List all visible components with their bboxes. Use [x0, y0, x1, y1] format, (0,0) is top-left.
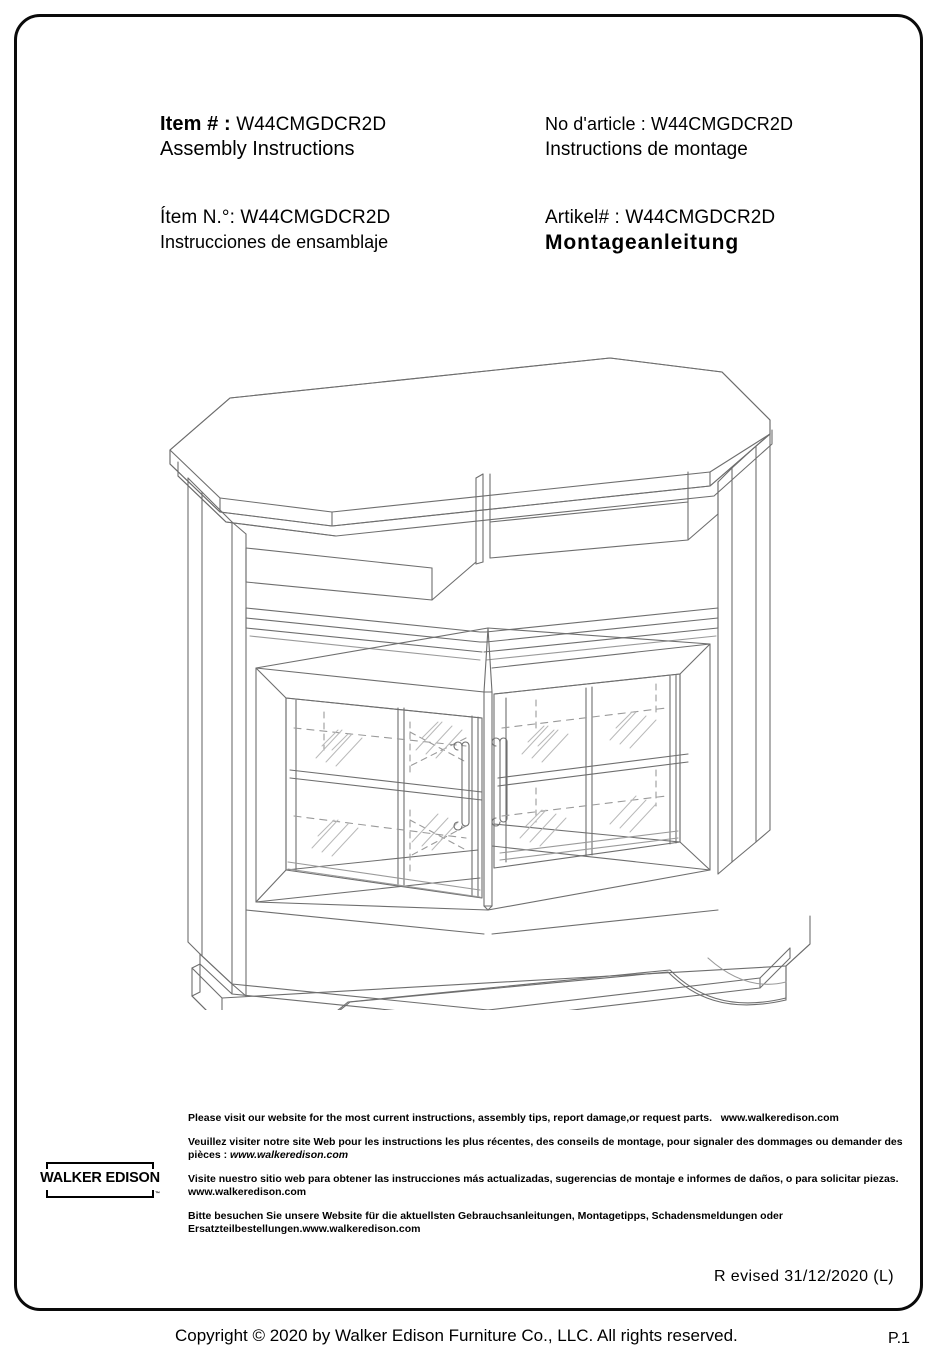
logo-text: WALKER EDISON — [40, 1170, 160, 1186]
notice-spanish-text: Visite nuestro sitio web para obtener la… — [188, 1172, 899, 1185]
header-block-spanish: Ítem N.°: W44CMGDCR2D Instrucciones de e… — [160, 205, 390, 255]
logo-trademark: ™ — [155, 1191, 160, 1197]
item-number-label-french: No d'article : — [545, 114, 646, 134]
item-number-value-english: W44CMGDCR2D — [236, 114, 387, 135]
notice-german-website[interactable]: www.walkeredison.com — [302, 1223, 421, 1235]
page-border — [14, 14, 923, 1311]
item-number-line-english: Item # : W44CMGDCR2D — [160, 112, 386, 137]
header-block-english: Item # : W44CMGDCR2D Assembly Instructio… — [160, 112, 386, 162]
notice-english-website[interactable]: www.walkeredison.com — [720, 1112, 839, 1124]
item-number-value-spanish: W44CMGDCR2D — [240, 207, 391, 228]
walker-edison-logo: WALKER EDISON ™ — [36, 1160, 164, 1206]
subtitle-german: Montageanleitung — [545, 231, 740, 254]
product-illustration — [110, 350, 840, 1010]
revised-date: R evised 31/12/2020 (L) — [714, 1268, 894, 1285]
page-number: P.1 — [888, 1330, 910, 1347]
header-block-french: No d'article : W44CMGDCR2D Instructions … — [545, 112, 793, 162]
item-number-label-spanish: Ítem N.°: — [160, 207, 236, 228]
logo-tick-bottom-left — [46, 1190, 48, 1197]
logo-bar-top — [46, 1162, 154, 1164]
notice-english: Please visit our website for the most cu… — [188, 1112, 903, 1126]
notice-spanish: Visite nuestro sitio web para obtener la… — [188, 1173, 903, 1200]
item-number-value-french: W44CMGDCR2D — [650, 114, 794, 134]
notice-german-text: Bitte besuchen Sie unsere Website für di… — [188, 1209, 783, 1236]
item-number-label-german: Artikel# : — [545, 207, 620, 228]
logo-bar-bottom — [46, 1196, 154, 1198]
notice-german: Bitte besuchen Sie unsere Website für di… — [188, 1210, 903, 1237]
item-number-value-german: W44CMGDCR2D — [625, 207, 776, 228]
logo-tick-bottom-right — [152, 1190, 154, 1197]
notice-french: Veuillez visiter notre site Web pour les… — [188, 1136, 903, 1163]
notice-english-text: Please visit our website for the most cu… — [188, 1112, 712, 1124]
notice-french-website[interactable]: www.walkeredison.com — [230, 1149, 349, 1161]
notice-spanish-website[interactable]: www.walkeredison.com — [188, 1186, 307, 1198]
subtitle-english: Assembly Instructions — [160, 138, 355, 160]
subtitle-spanish: Instrucciones de ensamblaje — [160, 232, 389, 252]
item-number-line-french: No d'article : W44CMGDCR2D — [545, 112, 793, 137]
item-number-line-spanish: Ítem N.°: W44CMGDCR2D — [160, 205, 390, 230]
logo-tick-top-left — [46, 1162, 48, 1169]
copyright-line: Copyright © 2020 by Walker Edison Furnit… — [175, 1326, 738, 1345]
header-block-german: Artikel# : W44CMGDCR2D Montageanleitung — [545, 205, 775, 255]
subtitle-french: Instructions de montage — [545, 139, 748, 160]
item-number-label-english: Item # : — [160, 113, 231, 135]
footer-notices: Please visit our website for the most cu… — [188, 1112, 903, 1247]
notice-french-text: Veuillez visiter notre site Web pour les… — [188, 1135, 903, 1162]
logo-tick-top-right — [152, 1162, 154, 1169]
item-number-line-german: Artikel# : W44CMGDCR2D — [545, 205, 775, 230]
